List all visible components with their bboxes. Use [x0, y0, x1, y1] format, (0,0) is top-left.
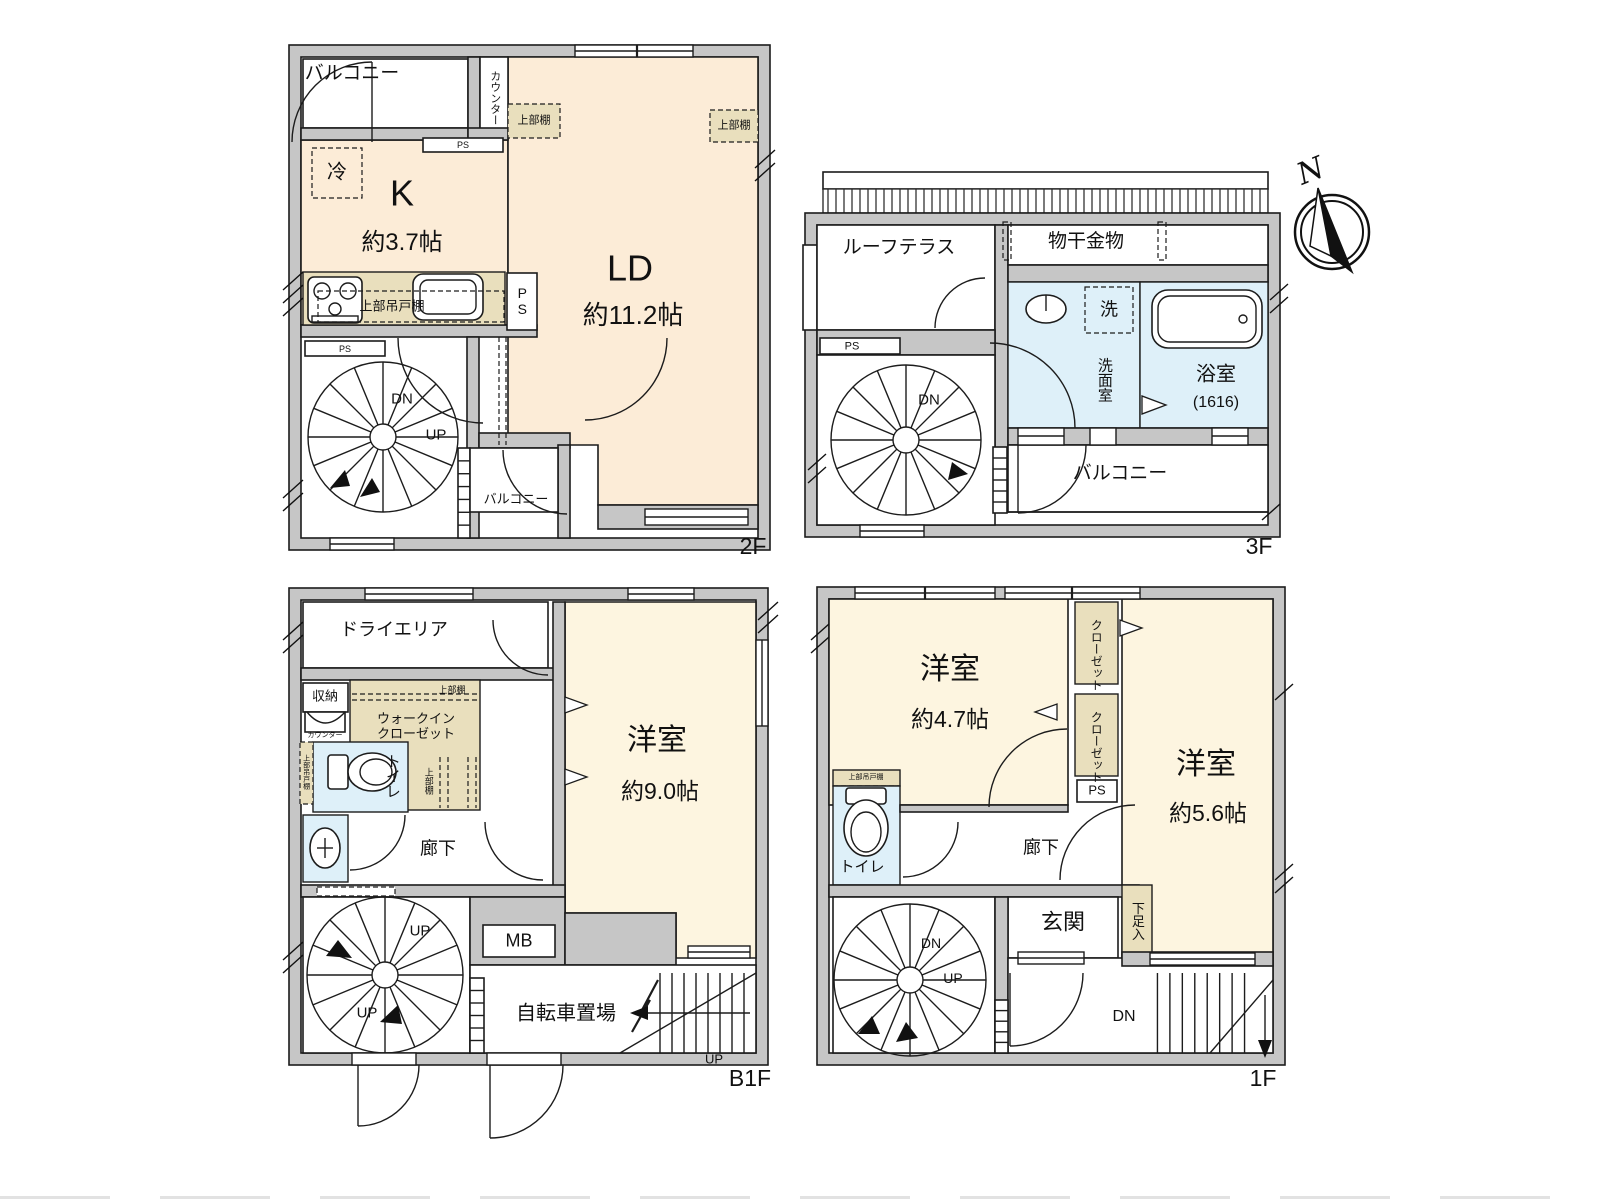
label-2f-ld: LD — [606, 247, 654, 289]
label-1f-closet2: クローゼット — [1089, 711, 1104, 783]
scan-edge-artifact — [0, 1196, 1600, 1199]
label-2f-up: UP — [425, 426, 447, 444]
floor-1f — [810, 586, 1294, 1066]
label-b1-room-size: 約9.0帖 — [621, 777, 699, 804]
label-1f-room-a-size: 約4.7帖 — [911, 705, 989, 732]
label-1f-closet1: クローゼット — [1089, 619, 1104, 691]
label-1f-ps: PS — [1088, 782, 1106, 798]
label-b1-counter: カウンター — [307, 731, 343, 739]
floor-label-1f: 1F — [1249, 1064, 1277, 1091]
label-2f-fridge: 冷 — [327, 161, 347, 184]
label-3f-bathroom: 浴室 — [1196, 363, 1236, 386]
label-b1-shelf-side: 上部棚 — [423, 767, 434, 795]
floor-3f — [802, 171, 1289, 538]
label-b1-bicycle: 自転車置場 — [516, 1002, 616, 1025]
label-b1-storage: 収納 — [311, 688, 339, 704]
label-b1-up3: UP — [704, 1051, 724, 1067]
label-1f-hanging-cabinet: 上部吊戸棚 — [848, 773, 884, 781]
label-b1-room: 洋室 — [627, 723, 687, 757]
label-2f-kitchen-size: 約3.7帖 — [361, 229, 443, 257]
label-b1-dry-area: ドライエリア — [340, 619, 448, 640]
label-2f-balcony-small: バルコニー — [483, 491, 549, 507]
label-2f-counter: カウンター — [488, 70, 501, 126]
label-3f-washroom: 洗面室 — [1095, 357, 1113, 403]
label-1f-room-b: 洋室 — [1176, 747, 1236, 781]
label-1f-toilet: トイレ — [839, 858, 885, 876]
floor-label-b1f: B1F — [728, 1064, 772, 1091]
label-1f-dn2: DN — [1112, 1007, 1136, 1025]
label-3f-bathroom-size: (1616) — [1192, 393, 1240, 411]
label-2f-ps-stair: PS — [338, 343, 352, 354]
label-1f-room-b-size: 約5.6帖 — [1169, 799, 1247, 826]
label-2f-ps-shaft: PS — [514, 285, 531, 317]
label-b1-toilet: トイレ — [383, 753, 401, 799]
label-2f-kitchen: K — [389, 172, 415, 214]
label-1f-corridor: 廊下 — [1023, 837, 1059, 858]
label-2f-shelf-right: 上部棚 — [717, 119, 751, 132]
label-1f-entrance: 玄関 — [1040, 909, 1086, 935]
label-b1-corridor: 廊下 — [420, 838, 456, 859]
label-3f-roof-terrace: ルーフテラス — [842, 237, 956, 259]
label-2f-ps-top: PS — [456, 139, 470, 150]
label-1f-up: UP — [943, 969, 963, 986]
label-2f-hanging-cabinet: 上部吊戸棚 — [359, 298, 425, 314]
label-1f-shoe-box: 下足入 — [1129, 901, 1145, 941]
label-1f-dn: DN — [920, 934, 942, 951]
label-3f-balcony: バルコニー — [1072, 463, 1168, 485]
floor-label-3f: 3F — [1245, 532, 1273, 559]
floor-b1f — [282, 587, 779, 1139]
label-3f-washer: 洗 — [1100, 299, 1118, 320]
label-b1-wic: ウォークイン クローゼット — [376, 711, 456, 741]
label-b1-up2: UP — [356, 1004, 378, 1022]
label-2f-balcony: バルコニー — [304, 63, 400, 85]
label-3f-ps: PS — [844, 340, 860, 353]
compass — [1293, 187, 1371, 275]
floor-label-2f: 2F — [739, 532, 767, 559]
label-2f-shelf-left: 上部棚 — [517, 114, 551, 127]
label-2f-dn: DN — [391, 390, 413, 408]
label-b1-up1: UP — [409, 922, 431, 940]
label-3f-dn: DN — [918, 391, 940, 409]
label-2f-ld-size: 約11.2帖 — [582, 300, 684, 331]
floor-2f — [282, 44, 776, 551]
label-3f-laundry: 物干金物 — [1047, 231, 1125, 253]
label-b1-mb: MB — [505, 930, 533, 951]
label-b1-shelf-top: 上部棚 — [438, 684, 466, 695]
label-b1-hanging-cabinet: 上部吊戸棚 — [302, 754, 310, 790]
label-1f-room-a: 洋室 — [920, 652, 980, 686]
